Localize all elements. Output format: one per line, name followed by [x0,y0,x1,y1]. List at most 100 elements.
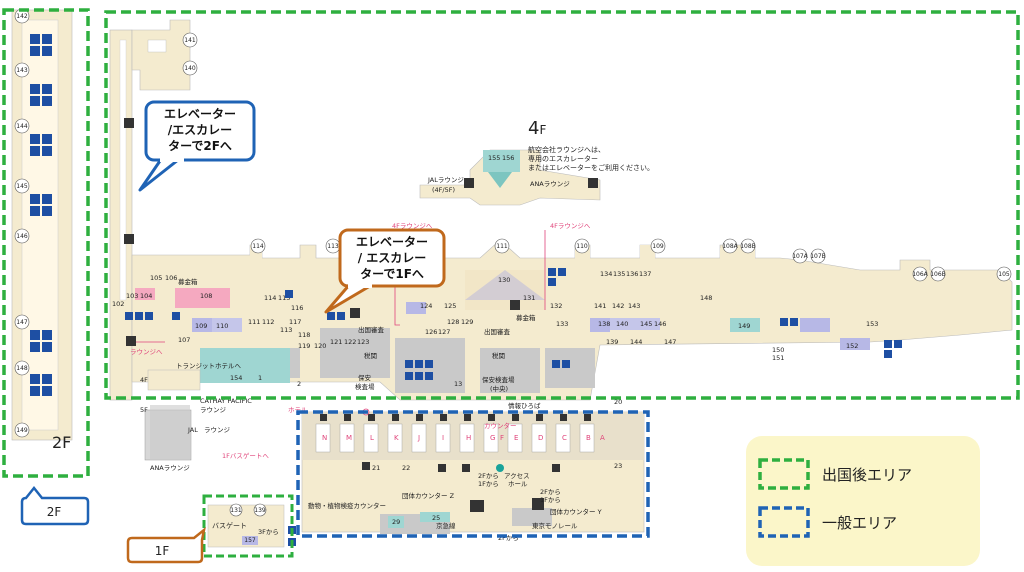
gate-number: 111 [496,243,508,250]
quarantine-counter-label: 動物・植物検疫カウンター [308,501,386,510]
area-number: 131 [523,294,535,302]
info-plaza-label: 情報ひろば [508,401,541,410]
counter-letter: H [466,434,471,442]
area-number: 110 [216,322,228,330]
transit-hotel-label: トランジットホテルへ [176,362,242,370]
legend-general-label: 一般エリア [822,514,897,532]
area-number: 133 [556,320,568,328]
area-number: 137 [639,270,651,278]
area-number: 129 [461,318,473,326]
area-number: 105 [150,274,162,282]
tag-2f: 2F [20,485,90,526]
area-number: 151 [772,354,784,362]
group-counter-y-label: 団体カウンター Y [550,507,602,516]
counter-letters: N M L K J I H G F E D C B A [322,434,605,442]
counter-letter: L [370,434,374,442]
monorail-label: 東京モノレール [532,521,578,530]
area-number: 144 [630,338,642,346]
info-icon [496,464,504,472]
gate-circle-105: 105 [996,266,1012,282]
gate-number: 142 [16,13,28,20]
gate-circle-111: 111 [494,238,510,254]
customs-label: 税関 [492,351,505,360]
area-number: 116 [291,304,303,312]
area-number: 120 [314,342,326,350]
kiosk-4f: 4F [140,376,148,384]
security-center-label: 保安検査場 [482,375,515,384]
area-number: 106 [165,274,177,282]
bus-gate-arrow-label: 1Fバスゲートへ [222,451,269,460]
area-number: 154 [230,374,242,382]
counter-letter: I [442,434,444,442]
floor-2f-label: 2F [52,433,71,452]
area-number: 21 [372,464,380,472]
area-number: 102 [112,300,124,308]
gate-circle-148: 148 [14,360,30,376]
gate-number: 146 [16,233,28,240]
gate-number: 107A [792,253,808,260]
gate-circle-114: 114 [250,238,266,254]
area-number: 145 [640,320,652,328]
gate-circle-143: 143 [14,62,30,78]
gate-circle-106a: 106A [912,266,929,282]
counter-letter: C [562,434,567,442]
area-number: 139 [606,338,618,346]
area-number: 130 [498,276,510,284]
gate-number: 149 [16,427,28,434]
counter-letter: A [600,434,605,442]
from-2f-label: 2Fから [478,472,499,480]
gate-circle-147: 147 [14,314,30,330]
ana-lounge-label: ANAラウンジ [530,180,570,188]
jal-lounge-small: ラウンジ [204,426,231,434]
area-number: 103 [126,292,138,300]
immigration-label: 出国審査 [484,327,511,336]
area-number: 113 [280,326,292,334]
from-2f-bottom-label: 2Fから [498,534,519,542]
gate-number: 108B [740,243,756,250]
gate-number: 157 [244,537,256,544]
area-number: 121 [330,338,342,346]
floor-2f-strip: 142 143 144 145 146 147 148 149 2F [11,8,73,452]
keikyu-line-label: 京急線 [436,521,456,530]
gate-circle-146: 146 [14,228,30,244]
counter-letter: K [394,434,399,442]
gate-number: 131 [230,507,242,514]
lounge-arrow-left: 4Fラウンジへ [392,222,433,230]
area-number: 107 [178,336,190,344]
tag-1f-label: 1F [155,544,170,558]
counter-letter: N [322,434,327,442]
area-number: 123 [357,338,369,346]
gate-number: 105 [998,271,1010,278]
area-number: 1 [258,374,262,382]
area-number: 146 [654,320,666,328]
bus-gate-label: バスゲート [212,521,247,530]
counter-letter: G [490,434,495,442]
gate-number: 114 [252,243,264,250]
callout-line: / エスカレー [358,251,427,265]
gate-circle-110: 110 [574,238,590,254]
gate-number: 144 [16,123,28,130]
gate-circle-108a: 108A [722,238,739,254]
area-number: 156 [502,154,514,162]
security-label: 検査場 [355,382,375,391]
gate-circle-141: 141 [182,32,198,48]
area-number: 140 [616,320,628,328]
gate-number: 106B [930,271,946,278]
gate-number: 139 [254,507,266,514]
area-number: 141 [594,302,606,310]
gate-number: 106A [912,271,928,278]
area-number: 115 [278,294,290,302]
area-number: 143 [628,302,640,310]
facility-icons [125,268,902,380]
area-number: 122 [344,338,356,346]
area-number: 118 [298,331,310,339]
gate-circle-113: 113 [325,238,341,254]
area-number: 149 [738,322,750,330]
from-1f-label: 1Fから [478,480,499,488]
gate-circle-107a: 107A [792,248,809,264]
area-number: 104 [140,292,152,300]
gate-circle-107b: 107B [810,248,826,264]
gate-circle-145: 145 [14,178,30,194]
area-number: 126 [425,328,437,336]
gate-number: 148 [16,365,28,372]
